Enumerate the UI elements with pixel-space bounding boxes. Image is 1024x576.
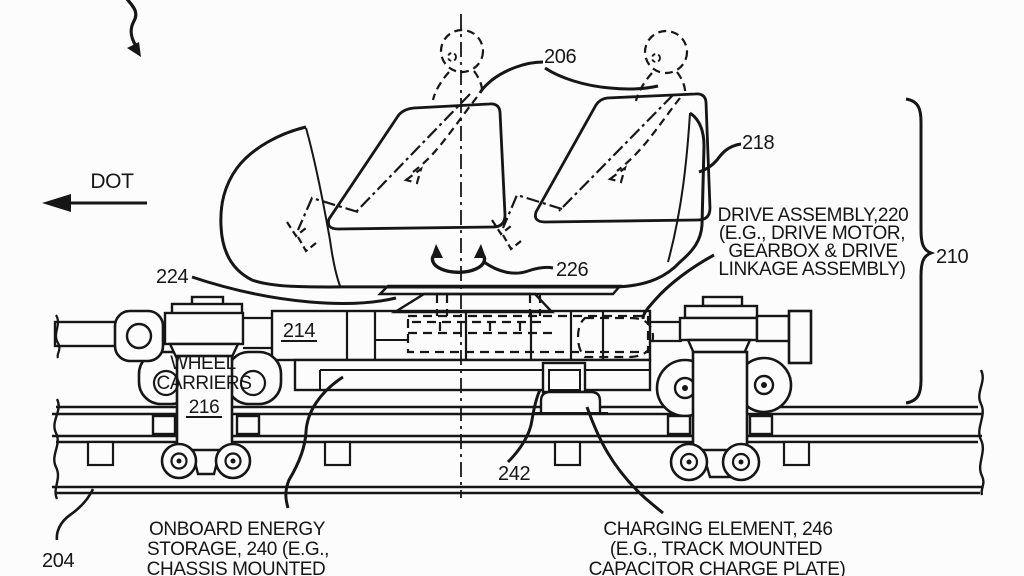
leader-242: [508, 390, 540, 462]
passenger-right: [492, 31, 687, 249]
left-arrowhead: [42, 194, 71, 212]
passenger-torso: [559, 95, 673, 211]
callout-line: LINKAGE ASSEMBLY): [718, 259, 905, 280]
mount-body: [680, 318, 757, 340]
leader-lines: [57, 62, 741, 540]
track-break-right: [979, 370, 983, 495]
label-218: 218: [742, 132, 774, 154]
passenger-arm: [617, 98, 680, 171]
callout-line: STORAGE, 240 (E.G.,: [147, 539, 329, 560]
direction-of-travel: DOT: [42, 170, 147, 212]
label-wheel: WHEEL: [170, 353, 236, 374]
leader-246: [587, 407, 663, 513]
callout-drive-assembly: DRIVE ASSEMBLY,220 (E.G., DRIVE MOTOR, G…: [718, 205, 909, 280]
track-stub: [784, 442, 809, 465]
tow-bar-left: [55, 311, 163, 361]
passenger-head: [645, 31, 687, 73]
callout-charging-element: CHARGING ELEMENT, 246 (E.G., TRACK MOUNT…: [589, 519, 846, 576]
rotation-arrow: [431, 244, 486, 272]
label-224: 224: [156, 266, 188, 288]
mount-step: [703, 297, 742, 306]
label-204: 204: [42, 550, 74, 572]
leader-204: [57, 489, 93, 540]
passenger-head: [441, 30, 483, 72]
callout-line: CAPACITOR CHARGE PLATE): [589, 559, 846, 576]
direction-label: DOT: [90, 170, 134, 193]
track-stub: [88, 442, 113, 465]
label-216: 216: [189, 397, 220, 418]
mount-body: [165, 313, 243, 344]
passenger-left: [287, 30, 483, 251]
energy-storage-tray: [295, 360, 650, 390]
carrier-column: [693, 352, 747, 452]
track-stub: [325, 442, 350, 465]
callout-line: ONBOARD ENERGY: [149, 519, 326, 540]
mount-cap: [685, 306, 757, 318]
leader-206-left: [480, 62, 543, 93]
label-carriers: CARRIERS: [157, 373, 252, 394]
label-226: 226: [556, 259, 588, 281]
leader-226: [484, 262, 553, 273]
callout-line: CHARGING ELEMENT, 246: [603, 519, 832, 540]
label-214: 214: [283, 320, 315, 342]
leader-206-right: [545, 68, 658, 89]
callout-line: CHASSIS MOUNTED: [147, 559, 326, 576]
label-210: 210: [936, 246, 968, 268]
passengers: [287, 30, 687, 251]
callout-line: (E.G., TRACK MOUNTED: [610, 539, 822, 560]
label-206: 206: [544, 46, 576, 68]
tow-bar-right: [757, 311, 811, 363]
track-stub: [555, 442, 580, 465]
brace-210: [906, 99, 931, 403]
figure-pointer-arrow: [126, 0, 141, 57]
label-242: 242: [498, 463, 530, 485]
seat-platform: [380, 286, 620, 312]
seat-right: [535, 94, 710, 222]
callout-energy-storage: ONBOARD ENERGY STORAGE, 240 (E.G., CHASS…: [147, 519, 329, 576]
charge-plate: [541, 392, 600, 413]
turntable-mount: [395, 294, 552, 312]
vehicle-body: [221, 113, 704, 287]
